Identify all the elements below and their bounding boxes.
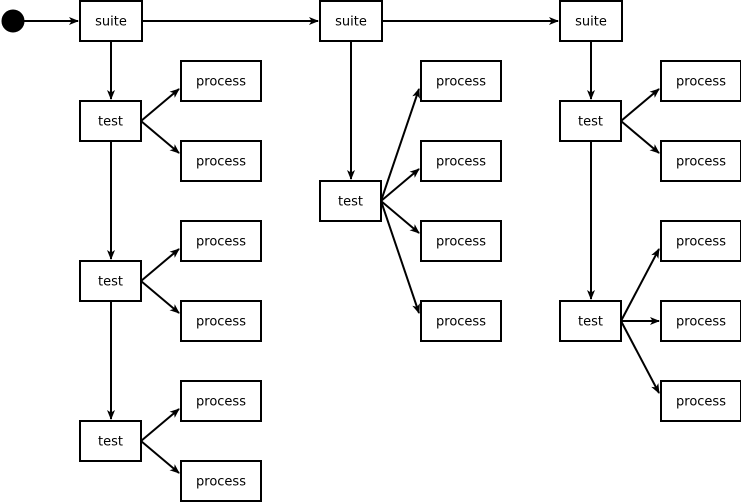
edge-t4-to-p10 xyxy=(380,200,420,314)
node-suite-s2[interactable]: suite xyxy=(319,0,383,42)
node-box-s3[interactable] xyxy=(559,0,623,42)
node-box-p15[interactable] xyxy=(660,380,741,422)
node-box-t6[interactable] xyxy=(559,300,622,342)
node-process-p9[interactable]: process xyxy=(420,220,502,262)
edge-t4-to-p9 xyxy=(380,200,420,234)
node-box-p3[interactable] xyxy=(180,220,262,262)
edge-t2-to-p3 xyxy=(140,248,180,282)
node-box-p12[interactable] xyxy=(660,140,741,182)
node-suite-s1[interactable]: suite xyxy=(79,0,143,42)
node-box-p2[interactable] xyxy=(180,140,262,182)
node-test-t4[interactable]: test xyxy=(319,180,382,222)
edge-t1-to-p2 xyxy=(140,120,180,154)
node-box-p5[interactable] xyxy=(180,380,262,422)
node-box-p1[interactable] xyxy=(180,60,262,102)
node-test-t3[interactable]: test xyxy=(79,420,142,462)
edge-t6-to-p15 xyxy=(620,320,660,394)
edge-t4-to-p8 xyxy=(380,168,420,202)
node-box-p14[interactable] xyxy=(660,300,741,342)
node-box-t2[interactable] xyxy=(79,260,142,302)
node-box-s1[interactable] xyxy=(79,0,143,42)
node-box-t1[interactable] xyxy=(79,100,142,142)
node-process-p3[interactable]: process xyxy=(180,220,262,262)
node-box-p6[interactable] xyxy=(180,460,262,502)
node-process-p7[interactable]: process xyxy=(420,60,502,102)
edge-t2-to-p4 xyxy=(140,280,180,314)
node-process-p11[interactable]: process xyxy=(660,60,741,102)
node-box-p9[interactable] xyxy=(420,220,502,262)
node-box-t5[interactable] xyxy=(559,100,622,142)
edge-t4-to-p7 xyxy=(380,88,420,202)
edge-t3-to-p6 xyxy=(140,440,180,474)
node-process-p2[interactable]: process xyxy=(180,140,262,182)
node-box-p8[interactable] xyxy=(420,140,502,182)
node-test-t5[interactable]: test xyxy=(559,100,622,142)
node-box-p10[interactable] xyxy=(420,300,502,342)
edges-layer xyxy=(24,17,660,474)
edge-t5-to-p11 xyxy=(620,88,660,122)
edge-t3-to-p5 xyxy=(140,408,180,442)
node-process-p14[interactable]: process xyxy=(660,300,741,342)
edge-t1-to-p1 xyxy=(140,88,180,122)
node-box-t3[interactable] xyxy=(79,420,142,462)
node-process-p1[interactable]: process xyxy=(180,60,262,102)
edge-t5-to-p12 xyxy=(620,120,660,154)
edge-t6-to-p13 xyxy=(620,248,660,322)
node-test-t1[interactable]: test xyxy=(79,100,142,142)
node-suite-s3[interactable]: suite xyxy=(559,0,623,42)
node-box-p13[interactable] xyxy=(660,220,741,262)
start-node xyxy=(1,9,25,33)
node-process-p8[interactable]: process xyxy=(420,140,502,182)
node-box-p11[interactable] xyxy=(660,60,741,102)
node-process-p15[interactable]: process xyxy=(660,380,741,422)
node-box-p4[interactable] xyxy=(180,300,262,342)
node-process-p12[interactable]: process xyxy=(660,140,741,182)
node-test-t6[interactable]: test xyxy=(559,300,622,342)
node-test-t2[interactable]: test xyxy=(79,260,142,302)
node-process-p6[interactable]: process xyxy=(180,460,262,502)
node-box-t4[interactable] xyxy=(319,180,382,222)
node-box-p7[interactable] xyxy=(420,60,502,102)
node-box-s2[interactable] xyxy=(319,0,383,42)
node-process-p10[interactable]: process xyxy=(420,300,502,342)
node-process-p5[interactable]: process xyxy=(180,380,262,422)
node-process-p13[interactable]: process xyxy=(660,220,741,262)
node-process-p4[interactable]: process xyxy=(180,300,262,342)
